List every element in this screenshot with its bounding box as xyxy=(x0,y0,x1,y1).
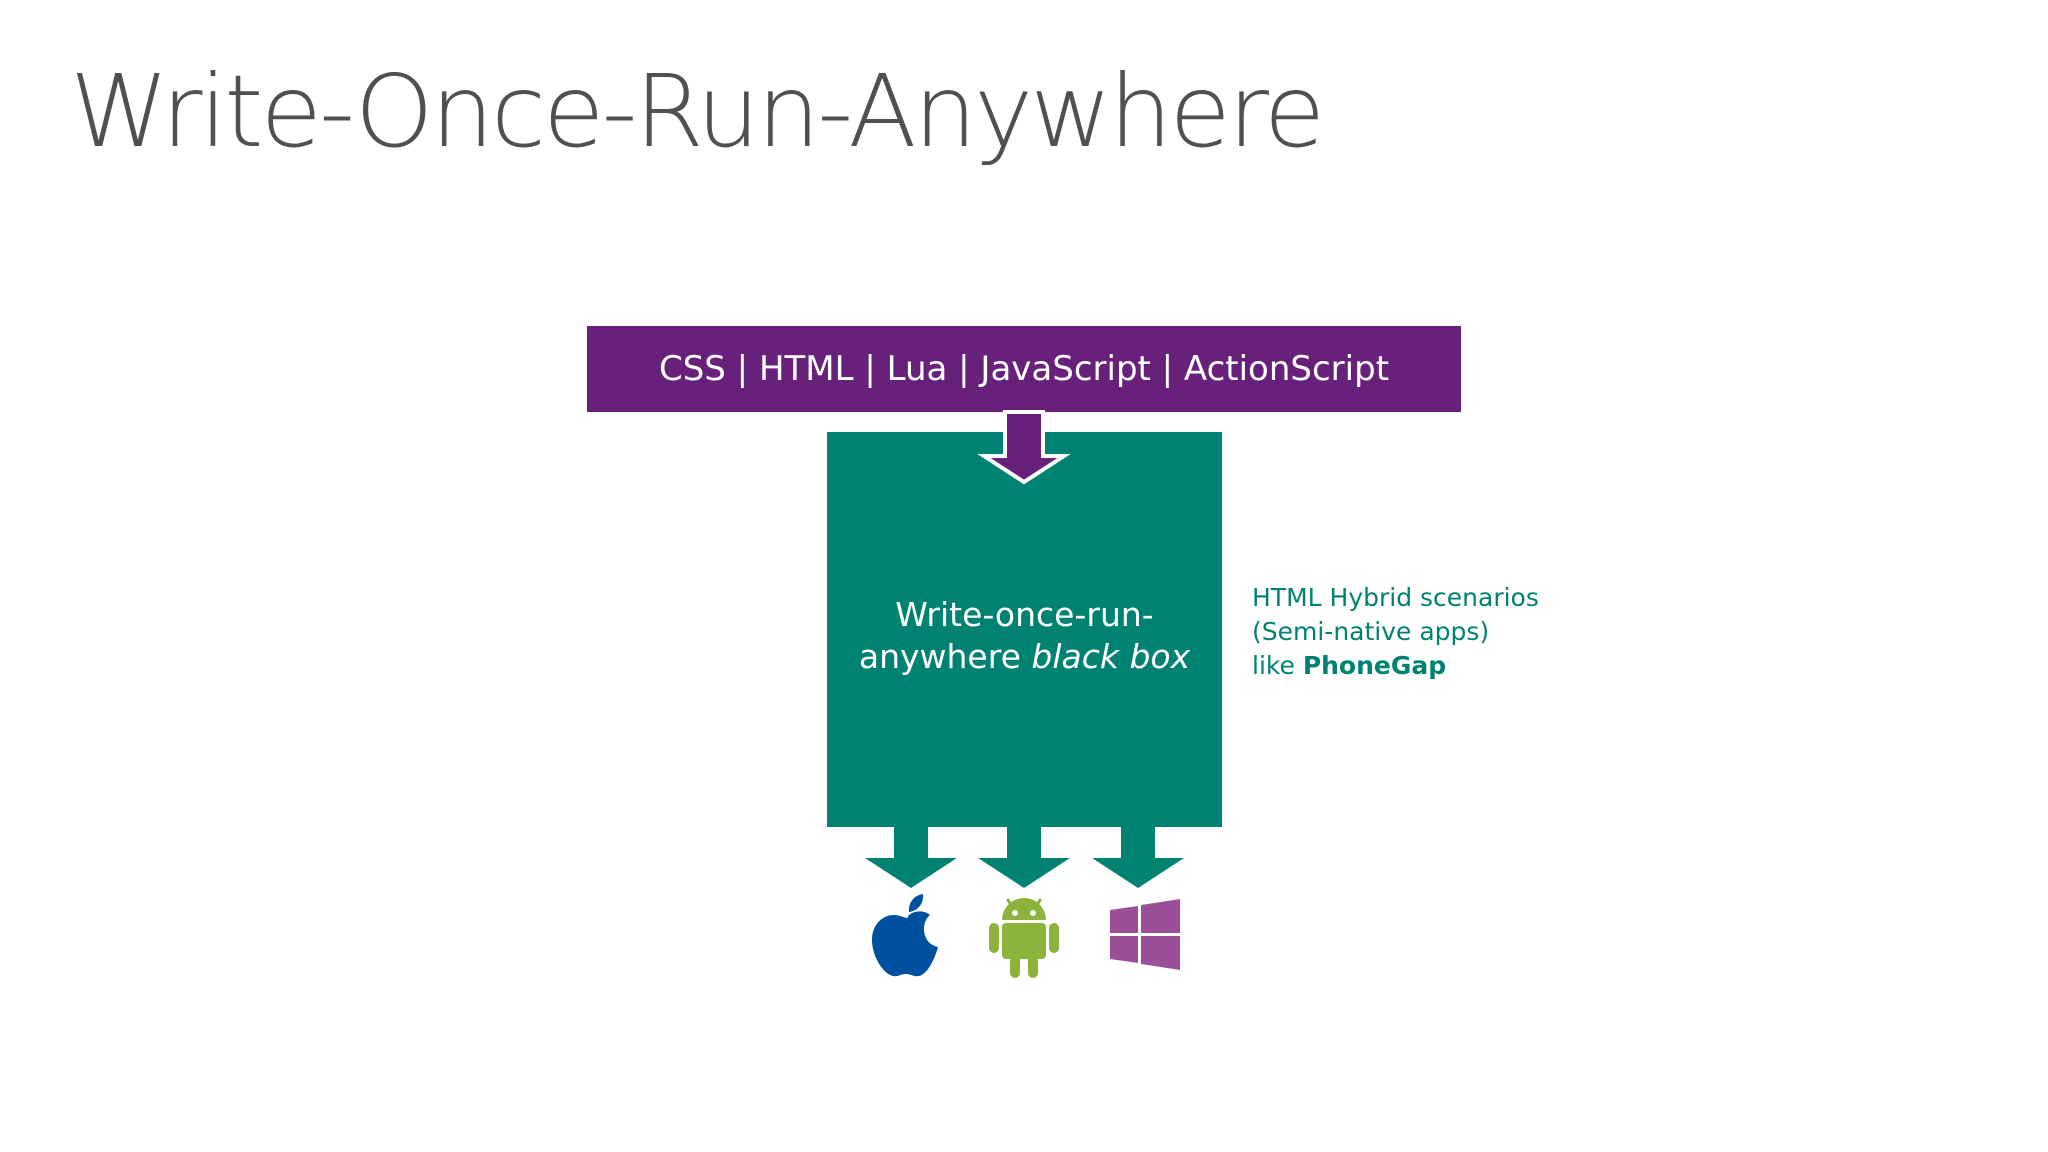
black-box-line-2: anywhere black box xyxy=(859,636,1190,678)
arrow-to-apple xyxy=(865,827,957,888)
arrow-to-windows xyxy=(1092,827,1184,888)
side-note-line-2: (Semi-native apps) xyxy=(1252,617,1490,646)
side-note-line-3-prefix: like xyxy=(1252,651,1303,680)
languages-bar: CSS | HTML | Lua | JavaScript | ActionSc… xyxy=(587,326,1461,412)
apple-icon xyxy=(872,894,938,977)
side-note-phonegap: PhoneGap xyxy=(1302,651,1447,680)
slide-title: Write-Once-Run-Anywhere xyxy=(70,53,1325,170)
black-box-line-1: Write-once-run- xyxy=(895,594,1154,634)
side-note: HTML Hybrid scenarios (Semi-native apps)… xyxy=(1252,581,1539,683)
android-icon xyxy=(989,898,1059,978)
languages-bar-text: CSS | HTML | Lua | JavaScript | ActionSc… xyxy=(658,349,1390,389)
black-box-line-2-prefix: anywhere xyxy=(858,636,1032,676)
side-note-line-3: like PhoneGap xyxy=(1252,649,1539,683)
black-box-line-2-italic: black box xyxy=(1031,636,1191,676)
side-note-line-1: HTML Hybrid scenarios xyxy=(1252,583,1539,612)
black-box: Write-once-run- anywhere black box xyxy=(827,432,1222,827)
arrow-to-android xyxy=(978,827,1070,888)
windows-icon xyxy=(1110,899,1180,970)
